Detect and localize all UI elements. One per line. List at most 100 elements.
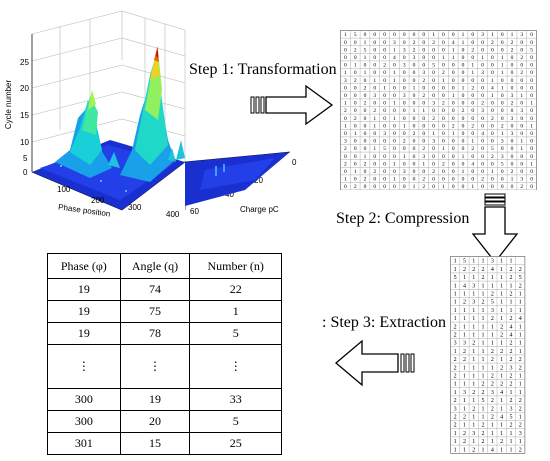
- large-matrix-cell: 1: [491, 78, 494, 84]
- small-matrix-cell: 1: [482, 259, 485, 265]
- large-matrix-cell: 0: [530, 146, 533, 152]
- large-matrix-cell: 0: [422, 123, 425, 129]
- large-matrix-cell: 0: [403, 177, 406, 183]
- large-matrix-cell: 0: [530, 139, 533, 145]
- large-matrix-cell: 1: [422, 108, 425, 114]
- large-matrix-cell: 1: [471, 63, 474, 69]
- large-matrix-cell: 0: [452, 184, 455, 190]
- small-matrix-cell: 1: [491, 333, 494, 339]
- cell-number: 1: [189, 300, 282, 323]
- large-matrix-cell: 0: [491, 177, 494, 183]
- large-matrix-cell: 0: [364, 139, 367, 145]
- arrow-down-icon: [471, 193, 519, 264]
- small-matrix-cell: 3: [509, 365, 512, 371]
- small-matrix-cell: 2: [454, 365, 457, 371]
- large-matrix-cell: 0: [442, 32, 445, 38]
- small-matrix-cell: 1: [519, 300, 522, 306]
- small-matrix-cell: 1: [472, 308, 475, 314]
- large-matrix-cell: 1: [462, 40, 465, 46]
- large-matrix-cell: 0: [393, 108, 396, 114]
- z-tick-20: 20: [20, 84, 29, 93]
- small-matrix-cell: 1: [472, 423, 475, 429]
- large-matrix-cell: 2: [413, 131, 416, 137]
- large-matrix-cell: 1: [403, 154, 406, 160]
- z-tick-15: 15: [20, 111, 29, 120]
- small-matrix-cell: 3: [472, 300, 475, 306]
- large-matrix-cell: 4: [393, 55, 396, 61]
- large-matrix-cell: 0: [481, 47, 484, 53]
- large-matrix-cell: 0: [452, 70, 455, 76]
- large-matrix-cell: 1: [462, 85, 465, 91]
- large-matrix-cell: 1: [344, 101, 347, 107]
- small-matrix-cell: 2: [463, 267, 466, 273]
- large-matrix-cell: 0: [481, 63, 484, 69]
- large-matrix-cell: 0: [383, 154, 386, 160]
- large-matrix-cell: 2: [520, 184, 523, 190]
- large-matrix-cell: 0: [530, 108, 533, 114]
- large-matrix-cell: 0: [462, 55, 465, 61]
- large-matrix-cell: 0: [354, 70, 357, 76]
- large-matrix-cell: 1: [501, 70, 504, 76]
- large-matrix-cell: 0: [373, 85, 376, 91]
- large-matrix-cell: 0: [442, 177, 445, 183]
- large-matrix-cell: 2: [481, 101, 484, 107]
- small-matrix-cell: 1: [509, 300, 512, 306]
- small-matrix-cell: 1: [500, 374, 503, 380]
- small-matrix-cell: 2: [500, 333, 503, 339]
- large-matrix-cell: 2: [354, 78, 357, 84]
- large-matrix-cell: 1: [442, 78, 445, 84]
- large-matrix-cell: 0: [452, 78, 455, 84]
- large-matrix-cell: 0: [520, 78, 523, 84]
- large-matrix-cell: 0: [373, 177, 376, 183]
- small-matrix-cell: 5: [509, 415, 512, 421]
- small-matrix-cell: 1: [454, 349, 457, 355]
- large-matrix-cell: 0: [501, 47, 504, 53]
- large-matrix-cell: 1: [373, 116, 376, 122]
- small-matrix-cell: 1: [472, 275, 475, 281]
- small-matrix-cell: 1: [519, 374, 522, 380]
- small-matrix-cell: 1: [500, 267, 503, 273]
- large-matrix-cell: 0: [344, 154, 347, 160]
- small-matrix-cell: 1: [454, 439, 457, 445]
- large-matrix-cell: 0: [520, 154, 523, 160]
- large-matrix-cell: 0: [354, 55, 357, 61]
- x-tick-100: 100: [57, 185, 71, 194]
- large-matrix-cell: 2: [511, 169, 514, 175]
- large-matrix-cell: 0: [520, 123, 523, 129]
- large-matrix-cell: 5: [383, 146, 386, 152]
- small-matrix-cell: 1: [463, 333, 466, 339]
- small-matrix-cell: 3: [491, 390, 494, 396]
- large-matrix-cell: 0: [471, 169, 474, 175]
- small-matrix-cell: 1: [500, 398, 503, 404]
- plot-depth-floor: [185, 151, 291, 210]
- large-matrix-cell: 0: [511, 70, 514, 76]
- large-matrix-cell: 0: [383, 55, 386, 61]
- large-matrix-cell: 0: [462, 101, 465, 107]
- large-matrix-cell: 3: [432, 139, 435, 145]
- small-matrix-cell: 1: [491, 283, 494, 289]
- large-matrix-cell: 0: [462, 177, 465, 183]
- small-matrix-cell: 1: [519, 308, 522, 314]
- small-matrix-cell: 1: [509, 447, 512, 453]
- large-matrix-cell: 0: [354, 85, 357, 91]
- small-matrix-cell: 1: [509, 431, 512, 437]
- large-matrix-cell: 0: [413, 169, 416, 175]
- large-matrix-cell: 0: [393, 123, 396, 129]
- large-matrix-cell: 1: [354, 169, 357, 175]
- large-matrix-cell: 1: [422, 161, 425, 167]
- large-matrix-cell: 0: [364, 32, 367, 38]
- large-matrix-cell: 0: [413, 70, 416, 76]
- cell-phase: 19: [47, 278, 121, 301]
- y-tick-0: 0: [292, 158, 297, 167]
- large-matrix-cell: 0: [354, 146, 357, 152]
- small-matrix-cell: 1: [472, 374, 475, 380]
- small-matrix-cell: 1: [472, 382, 475, 388]
- large-matrix-cell: 5: [530, 47, 533, 53]
- large-matrix-cell: 2: [413, 47, 416, 53]
- large-matrix-cell: 0: [462, 78, 465, 84]
- large-matrix-cell: 2: [501, 123, 504, 129]
- small-matrix-cell: 2: [509, 374, 512, 380]
- large-matrix-cell: 3: [403, 93, 406, 99]
- large-matrix-cell: 0: [354, 101, 357, 107]
